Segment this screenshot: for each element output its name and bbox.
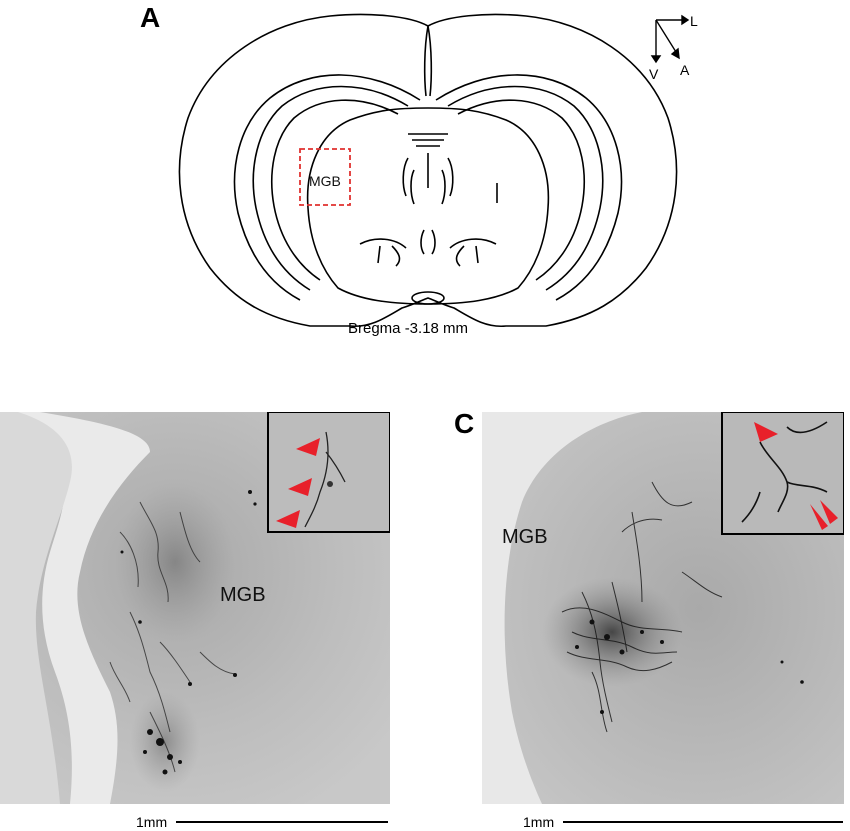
right-ventricle xyxy=(441,157,454,205)
panel-a-letter: A xyxy=(140,2,161,33)
right-cortex-layer xyxy=(447,85,604,291)
left-ventricle xyxy=(402,157,415,205)
axis-lateral-label: L xyxy=(690,13,698,29)
aqueduct-top xyxy=(408,133,448,147)
panel-c-inset xyxy=(721,412,844,535)
left-lower-structure xyxy=(359,238,407,267)
inset-b-arrow-2 xyxy=(288,478,312,496)
panel-c-letter: C xyxy=(454,408,475,439)
mgb-highlight-box xyxy=(299,148,351,206)
midline-fissure xyxy=(423,25,433,97)
thalamus-outline xyxy=(306,107,550,305)
panel-c-micrograph xyxy=(482,412,844,804)
right-lower-structure xyxy=(449,238,497,267)
inset-b-arrow-1 xyxy=(296,438,320,456)
inset-b-arrow-3 xyxy=(276,510,300,528)
panel-b-mgb-label: MGB xyxy=(220,584,266,606)
panel-c-mgb-label: MGB xyxy=(502,526,548,548)
bregma-label: Bregma -3.18 mm xyxy=(348,320,469,337)
axis-ventral-label: V xyxy=(649,66,659,82)
inset-c-arrow-2 xyxy=(810,504,828,530)
inset-c-arrow-1 xyxy=(754,422,778,442)
orientation-axes xyxy=(650,14,690,64)
right-cortex-inner xyxy=(435,74,623,301)
pons-ellipse xyxy=(411,291,445,305)
left-hippocampus xyxy=(271,99,399,281)
panel-a-mgb-label: MGB xyxy=(309,173,341,189)
panel-c-scale-bar xyxy=(563,821,843,823)
panel-c-scale-label: 1mm xyxy=(523,814,555,830)
panel-b-scale-bar xyxy=(176,821,388,823)
panel-b-inset xyxy=(267,412,390,533)
panel-b-scale-label: 1mm xyxy=(136,814,168,830)
center-lower xyxy=(420,229,436,255)
brain-outline xyxy=(178,13,678,328)
axis-anterior-label: A xyxy=(680,62,690,78)
left-cortex-layer xyxy=(252,85,409,291)
panel-b-micrograph xyxy=(0,412,390,804)
left-cortex-inner xyxy=(233,74,421,301)
white-matter-edge xyxy=(482,412,642,804)
inset-c-arrow-3 xyxy=(820,500,838,524)
coronal-section-diagram xyxy=(178,13,678,328)
right-hippocampus xyxy=(457,99,585,281)
white-matter-stripe xyxy=(0,412,150,804)
